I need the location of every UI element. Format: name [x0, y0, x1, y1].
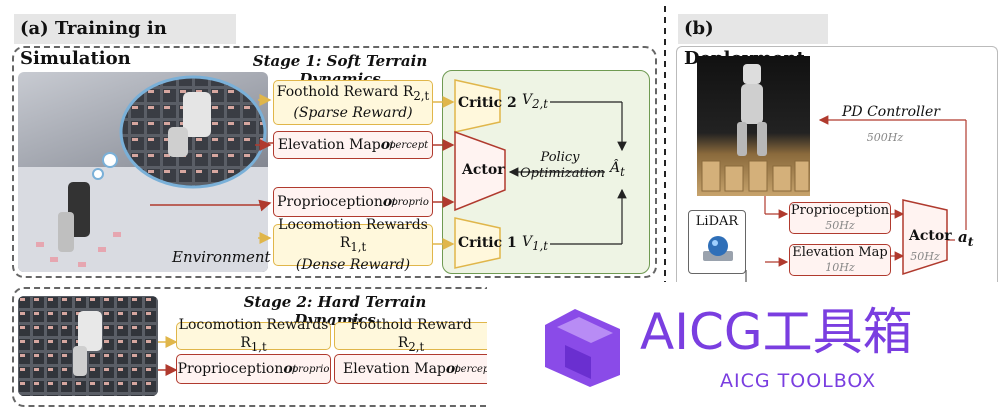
- actor-block: [454, 130, 506, 212]
- robot-terrain-illustration: [18, 75, 268, 272]
- real-robot-illustration: [701, 64, 810, 192]
- locomotion-rewards-box: Locomotion Rewards R1,t (Dense Reward): [273, 217, 433, 273]
- stage2-locomotion-rewards-box: Locomotion Rewards R1,t: [176, 317, 331, 354]
- stage2-frame: [12, 287, 487, 407]
- foothold-reward-box: Foothold Reward R2,t (Sparse Reward): [273, 80, 433, 125]
- environment-label: Environment: [172, 248, 271, 266]
- policy-optimization-label: Policy Optimization: [520, 150, 606, 181]
- lidar-icon: [703, 236, 733, 261]
- value1-label: V1,t: [522, 234, 548, 253]
- action-label: at: [958, 228, 974, 249]
- critic1-label: Critic 1: [458, 235, 517, 251]
- lidar-label: LiDAR: [695, 214, 739, 229]
- panel-b-header: (b) Deployment: [678, 14, 828, 69]
- pd-controller-label: PD Controller: [842, 104, 940, 120]
- watermark-title: AICG工具箱: [640, 303, 913, 361]
- deployment-frame: [676, 46, 998, 282]
- stage2-foothold-reward-box: Foothold Reward R2,t: [334, 317, 487, 354]
- watermark-logo-icon: [535, 295, 627, 387]
- stage1-frame: [12, 46, 657, 278]
- deploy-actor-frequency: 50Hz: [910, 250, 940, 263]
- value2-label: V2,t: [522, 92, 548, 111]
- deploy-elevation-map-box: Elevation Map 10Hz: [789, 244, 891, 276]
- panel-a-header: (a) Training in Simulation: [14, 14, 236, 69]
- stage2-robot-illustration: [18, 296, 158, 396]
- deploy-actor-label: Actor: [909, 228, 952, 244]
- real-robot-photo: [697, 56, 810, 196]
- simulation-environment-image: [18, 72, 268, 272]
- critic2-block: [454, 79, 501, 133]
- critic2-label: Critic 2: [458, 95, 517, 111]
- deploy-proprioception-box: Proprioception 50Hz: [789, 202, 891, 234]
- actor-label: Actor: [462, 162, 505, 178]
- deploy-actor-block: [902, 199, 948, 276]
- watermark-subtitle: AICG TOOLBOX: [720, 370, 877, 392]
- advantage-label: Ât: [610, 160, 625, 179]
- stage2-terrain-image: [18, 296, 158, 396]
- lidar-sensor: LiDAR: [688, 210, 746, 274]
- critic1-block: [454, 217, 501, 269]
- pd-frequency-label: 500Hz: [866, 131, 904, 144]
